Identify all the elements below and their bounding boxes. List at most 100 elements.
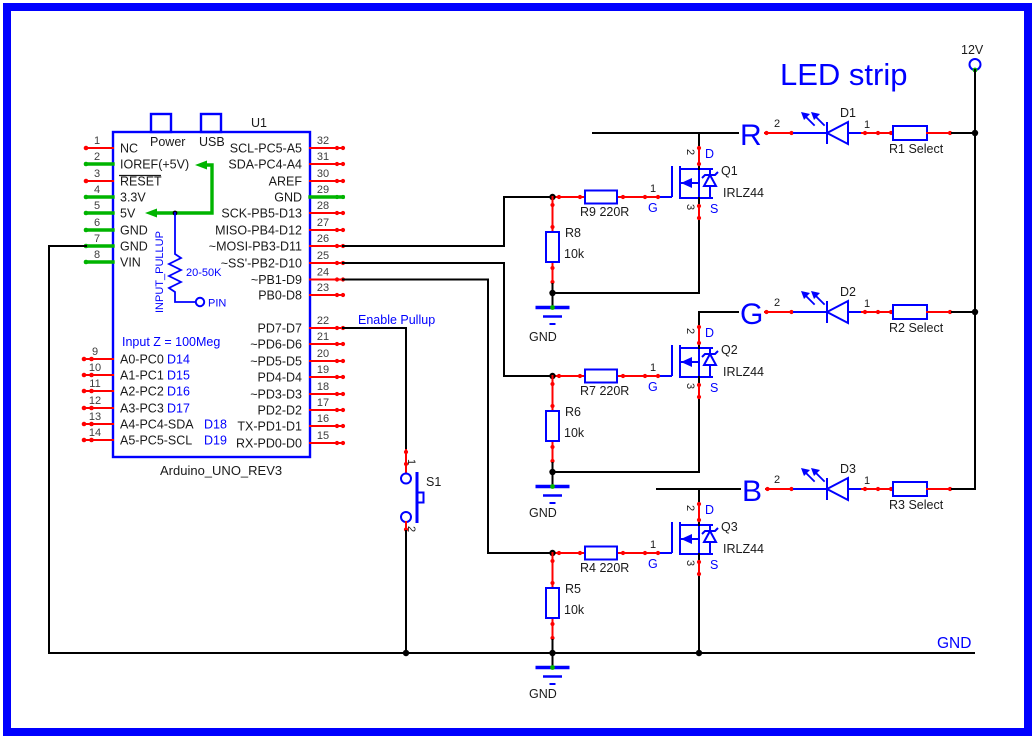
refdes-u1: U1 [251,116,267,130]
svg-text:8: 8 [94,249,100,261]
svg-text:~MOSI-PB3-D11: ~MOSI-PB3-D11 [209,240,302,254]
led-pin2-number: 2 [774,474,780,486]
svg-text:4: 4 [94,184,100,196]
svg-text:~SS'-PB2-D10: ~SS'-PB2-D10 [221,257,302,271]
gnd-symbol: GND [529,471,570,520]
arduino-name: Arduino_UNO_REV3 [160,463,282,478]
pin-left-1: 1 NC [83,135,138,156]
svg-text:GND: GND [120,224,148,238]
pin-right-26: 26 ~MOSI-PB3-D11 [209,233,346,254]
switch-actuator-icon [416,491,425,504]
svg-text:3: 3 [94,168,100,180]
usb-label: USB [199,135,225,149]
resistor-r6-value: 10k [564,426,585,440]
wire-gnd-rail [48,245,975,654]
source-pin-number: 3 [684,383,696,389]
svg-text:16: 16 [317,413,329,425]
gnd-label: GND [529,687,557,701]
pullup-5v-wire [156,163,214,215]
led-pin1-number: 1 [864,298,870,310]
pin-left-13: 13 A4-PC4-SDA D18 [81,411,227,432]
pin-right-31: 31 SDA-PC4-A4 [228,151,346,172]
enable-pullup-net: Enable Pullup S1 1 2 [342,313,441,654]
gate-label: G [648,557,658,571]
resistor-r5 [545,587,560,619]
resistor-r8 [545,231,560,263]
svg-text:11: 11 [89,378,100,390]
led-pin1-number: 1 [864,475,870,487]
resistor-r5-value: 10k [564,603,585,617]
gate-label: G [648,380,658,394]
pin-right-22: 22 PD7-D7 [258,315,346,336]
pin-right-32: 32 SCL-PC5-A5 [230,135,346,156]
page-border [3,3,1032,736]
resistor-r2-label: R2 Select [889,321,944,335]
gnd-symbol: GND [529,652,570,701]
svg-text:7: 7 [94,233,100,245]
pin-right-23: 23 PB0-D8 [258,282,346,303]
svg-text:23: 23 [317,282,329,294]
mosfet-refdes: Q1 [721,164,738,178]
wire-d9-to-gate [342,278,554,554]
svg-text:GND: GND [120,240,148,254]
pin-right-28: 28 SCK-PB5-D13 [221,200,346,221]
pin-right-20: 20 ~PD5-D5 [250,348,346,369]
svg-text:10: 10 [89,362,101,374]
led-triangle-icon [824,120,849,146]
mosfet-q2: 1 G 2 D 3 S Q2 IRLZ44 [648,311,764,473]
pin-right-18: 18 ~PD3-D3 [250,381,346,402]
svg-text:D15: D15 [167,369,190,383]
svg-text:2: 2 [94,151,100,163]
svg-text:D18: D18 [204,418,227,432]
resistor-r7 [584,368,618,384]
svg-text:IOREF(+5V): IOREF(+5V) [120,158,189,172]
led-refdes: D2 [840,285,856,299]
svg-text:SDA-PC4-A4: SDA-PC4-A4 [228,158,302,172]
led-pin2-number: 2 [774,118,780,130]
pin-right-30: 30 AREF [269,168,346,189]
svg-text:28: 28 [317,200,329,212]
pin-left-14: 14 A5-PC5-SCL D19 [81,427,227,448]
led-refdes: D3 [840,462,856,476]
svg-text:13: 13 [89,411,101,423]
svg-text:PD7-D7: PD7-D7 [258,322,303,336]
pushbutton-s1: S1 1 2 [400,449,441,654]
svg-text:26: 26 [317,233,329,245]
switch-pin1: 1 [405,459,417,465]
drain-pin-number: 2 [684,505,696,511]
supply-12v-label: 12V [961,43,984,57]
wire-d7-to-s1 [342,327,407,451]
gate-pin-number: 1 [650,539,656,551]
svg-text:17: 17 [317,397,329,409]
mosfet-refdes: Q2 [721,343,738,357]
pin-left-5: 5 5V [83,200,136,221]
pin-left-8: 8 VIN [83,249,141,270]
channel-red: R9 220R R8 10k GND 1 G 2 D 3 [342,106,976,344]
svg-text:24: 24 [317,267,329,279]
pin-terminal-icon [194,296,206,308]
resistor-r6 [545,410,560,442]
ground-rail: GND [48,245,975,657]
switch-contact-icon [400,472,412,485]
pin-left-9: 9 A0-PC0 D14 [81,346,190,367]
led-pin1-number: 1 [864,119,870,131]
channel-green: R7 220R R6 10k GND 1 G 2 D 3 [342,262,976,520]
led-d2: D2 [793,285,862,325]
svg-text:31: 31 [317,151,329,163]
led-d3: D3 [793,462,862,502]
svg-text:27: 27 [317,217,329,229]
led-d1: D1 [793,106,862,146]
pin-right-16: 16 TX-PD1-D1 [237,413,346,434]
pin-left-2: 2 IOREF(+5V) [83,151,189,172]
svg-text:A4-PC4-SDA: A4-PC4-SDA [120,418,194,432]
gate-pin-number: 1 [650,183,656,195]
source-label: S [710,202,718,216]
svg-text:3.3V: 3.3V [120,191,146,205]
svg-text:25: 25 [317,250,329,262]
mosfet-arrow-icon [681,357,692,367]
arrow-left-icon [195,160,207,170]
svg-text:~PD5-D5: ~PD5-D5 [250,355,302,369]
svg-text:PD4-D4: PD4-D4 [258,371,303,385]
pin-right-27: 27 MISO-PB4-D12 [215,217,346,238]
